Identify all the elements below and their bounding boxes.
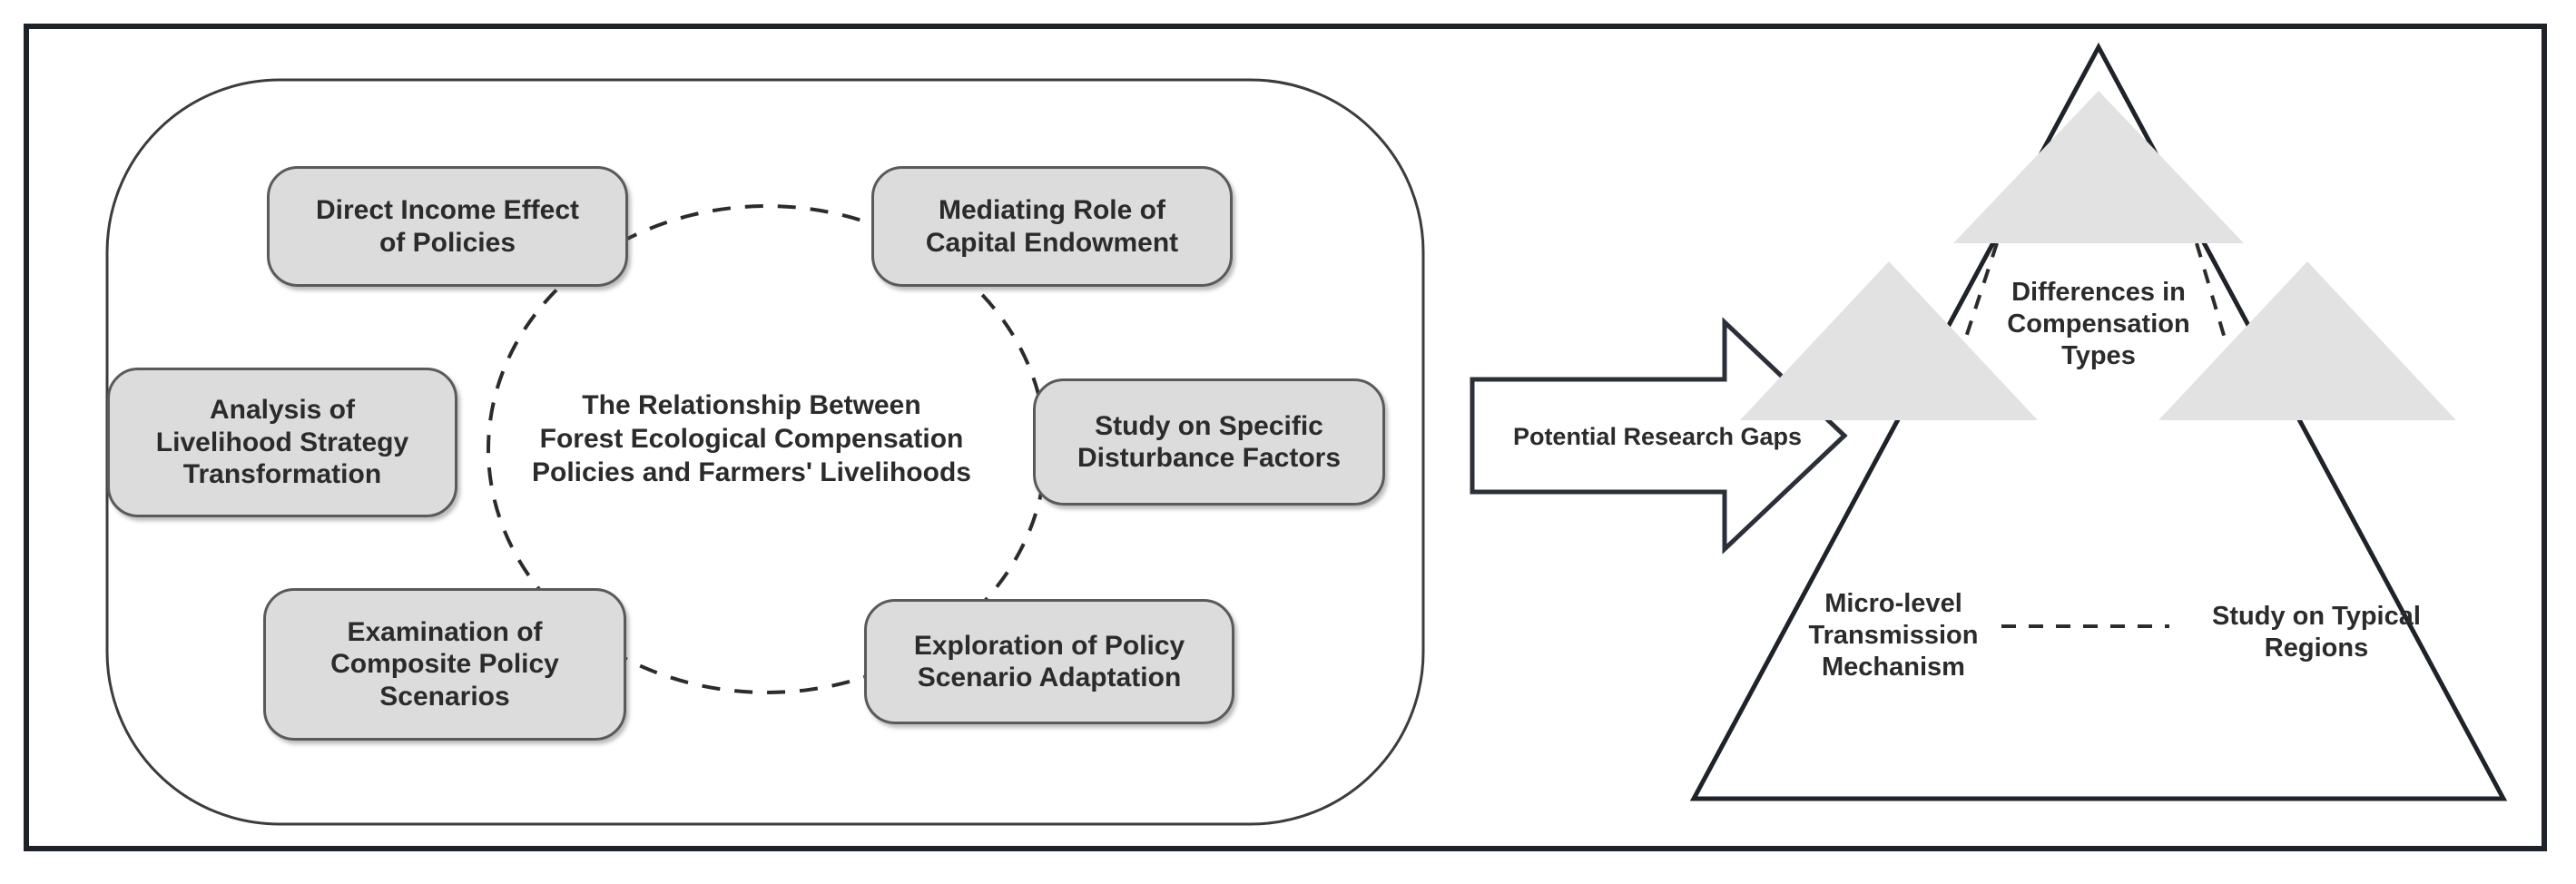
pill-specific-disturbance[interactable]: Study on Specific Disturbance Factors <box>1033 378 1385 506</box>
pill-policy-scenario-adaptation[interactable]: Exploration of Policy Scenario Adaptatio… <box>864 599 1234 724</box>
pill-composite-policy-scenarios[interactable]: Examination of Composite Policy Scenario… <box>263 588 626 741</box>
potential-research-gaps-label: Potential Research Gaps <box>1512 423 1803 450</box>
label-micro-level-mechanism: Micro-level Transmission Mechanism <box>1808 589 1979 682</box>
label-compensation-types: Differences in Compensation Types <box>2007 278 2190 370</box>
pill-direct-income-effect[interactable]: Direct Income Effect of Policies <box>267 166 628 287</box>
pill-livelihood-strategy[interactable]: Analysis of Livelihood Strategy Transfor… <box>107 368 457 517</box>
relationship-center-label: The Relationship Between Forest Ecologic… <box>532 390 971 488</box>
label-typical-regions: Study on Typical Regions <box>2212 602 2421 663</box>
pill-mediating-role-capital[interactable]: Mediating Role of Capital Endowment <box>871 166 1233 287</box>
